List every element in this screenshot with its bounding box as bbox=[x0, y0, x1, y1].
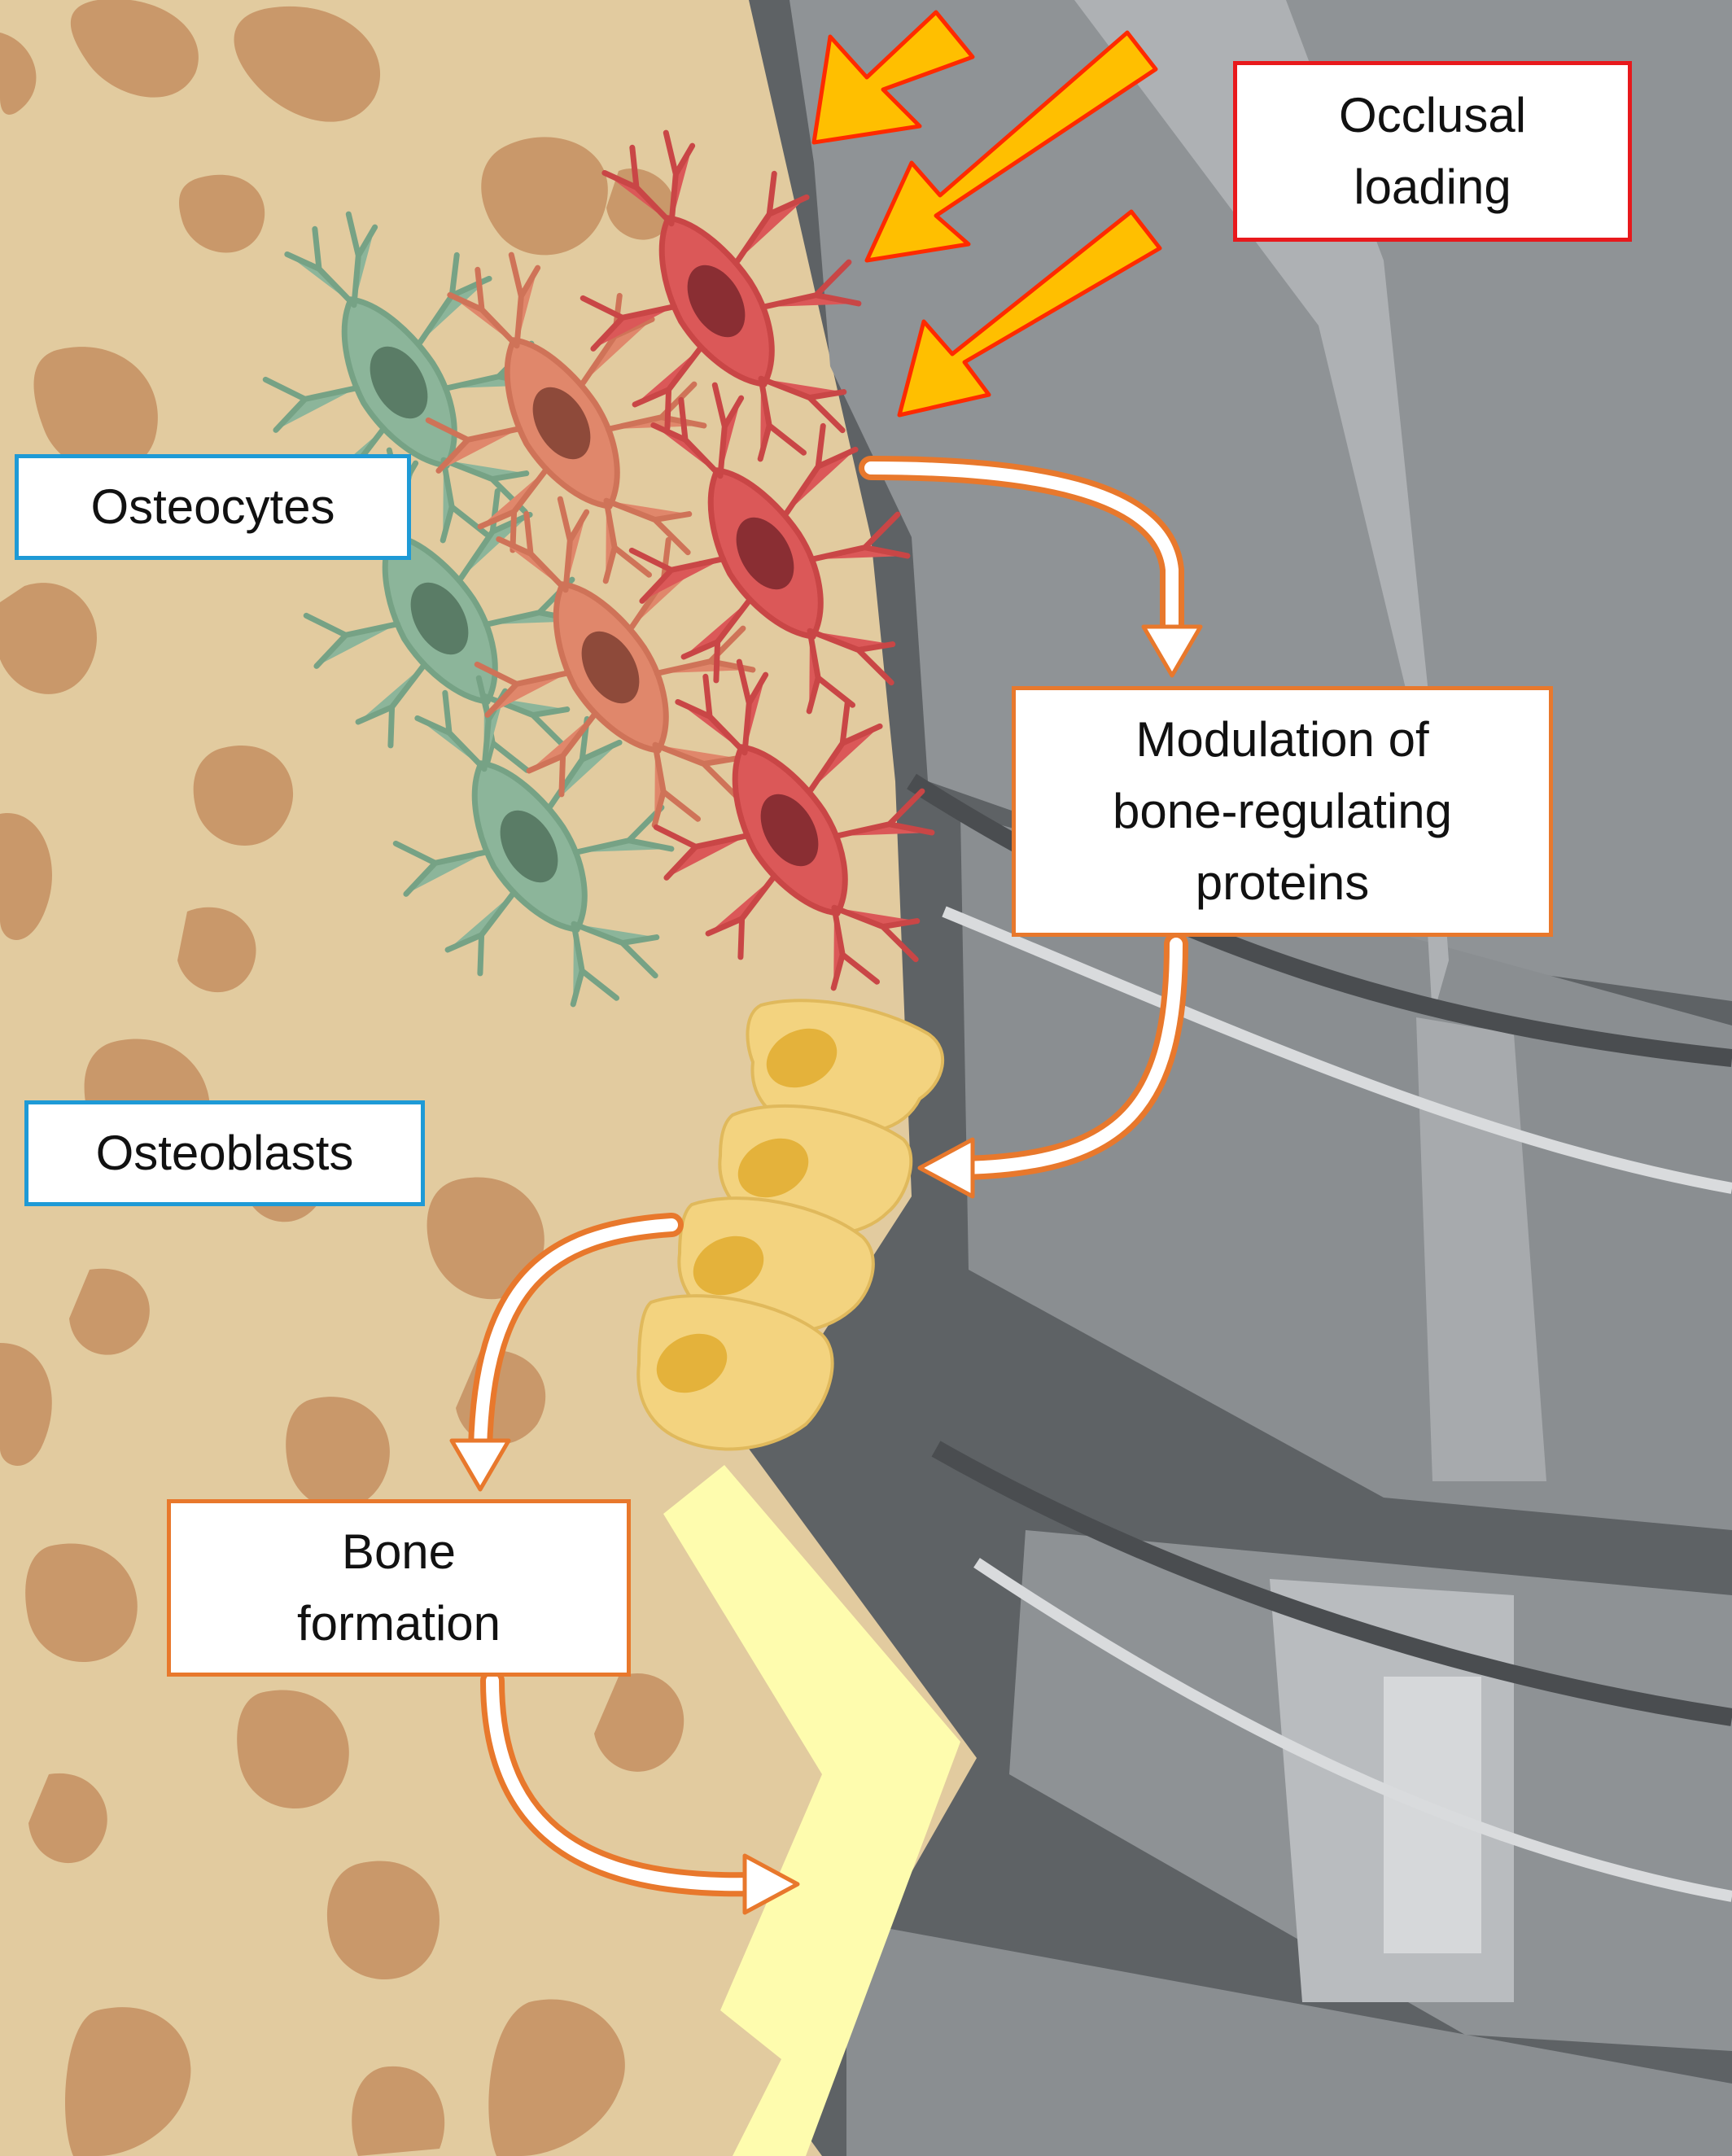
load-arrow-1 bbox=[811, 10, 975, 145]
modulation-line-3: proteins bbox=[1195, 855, 1370, 910]
osteoblast-4 bbox=[636, 1294, 834, 1451]
bone-formation-line-1: Bone bbox=[341, 1524, 457, 1579]
load-arrow-3 bbox=[897, 209, 1162, 418]
occlusal-loading-line-2: loading bbox=[1354, 160, 1511, 214]
new-bone-formation-band bbox=[663, 1465, 960, 2156]
modulation-line-2: bone-regulating bbox=[1113, 784, 1452, 838]
occlusal-loading-line-1: Occlusal bbox=[1338, 88, 1527, 142]
flow-arrows bbox=[449, 456, 1203, 1915]
arrow-loading-to-modulation-head bbox=[1141, 624, 1203, 678]
osteoblasts-label: Osteoblasts bbox=[24, 1100, 425, 1206]
modulation-label: Modulation of bone-regulating proteins bbox=[1012, 686, 1553, 937]
arrow-modulation-to-osteoblasts-head bbox=[917, 1137, 975, 1199]
bone-formation-line-2: formation bbox=[296, 1596, 501, 1651]
osteocyte-nuclei bbox=[370, 265, 819, 883]
load-arrow-2 bbox=[864, 30, 1158, 263]
occlusal-load-arrows bbox=[811, 10, 1162, 418]
osteoblasts-text: Osteoblasts bbox=[95, 1126, 354, 1180]
occlusal-loading-label: Occlusal loading bbox=[1233, 61, 1632, 242]
osteocytes-text: Osteocytes bbox=[90, 479, 335, 534]
osteoblast-nuclei bbox=[656, 1028, 838, 1393]
arrow-osteoblasts-to-formation-head bbox=[449, 1438, 511, 1492]
bone-formation-label: Bone formation bbox=[167, 1499, 631, 1677]
osteocytes-label: Osteocytes bbox=[15, 454, 411, 560]
arrow-formation-to-newbone-head bbox=[742, 1853, 800, 1915]
modulation-line-1: Modulation of bbox=[1135, 712, 1429, 767]
